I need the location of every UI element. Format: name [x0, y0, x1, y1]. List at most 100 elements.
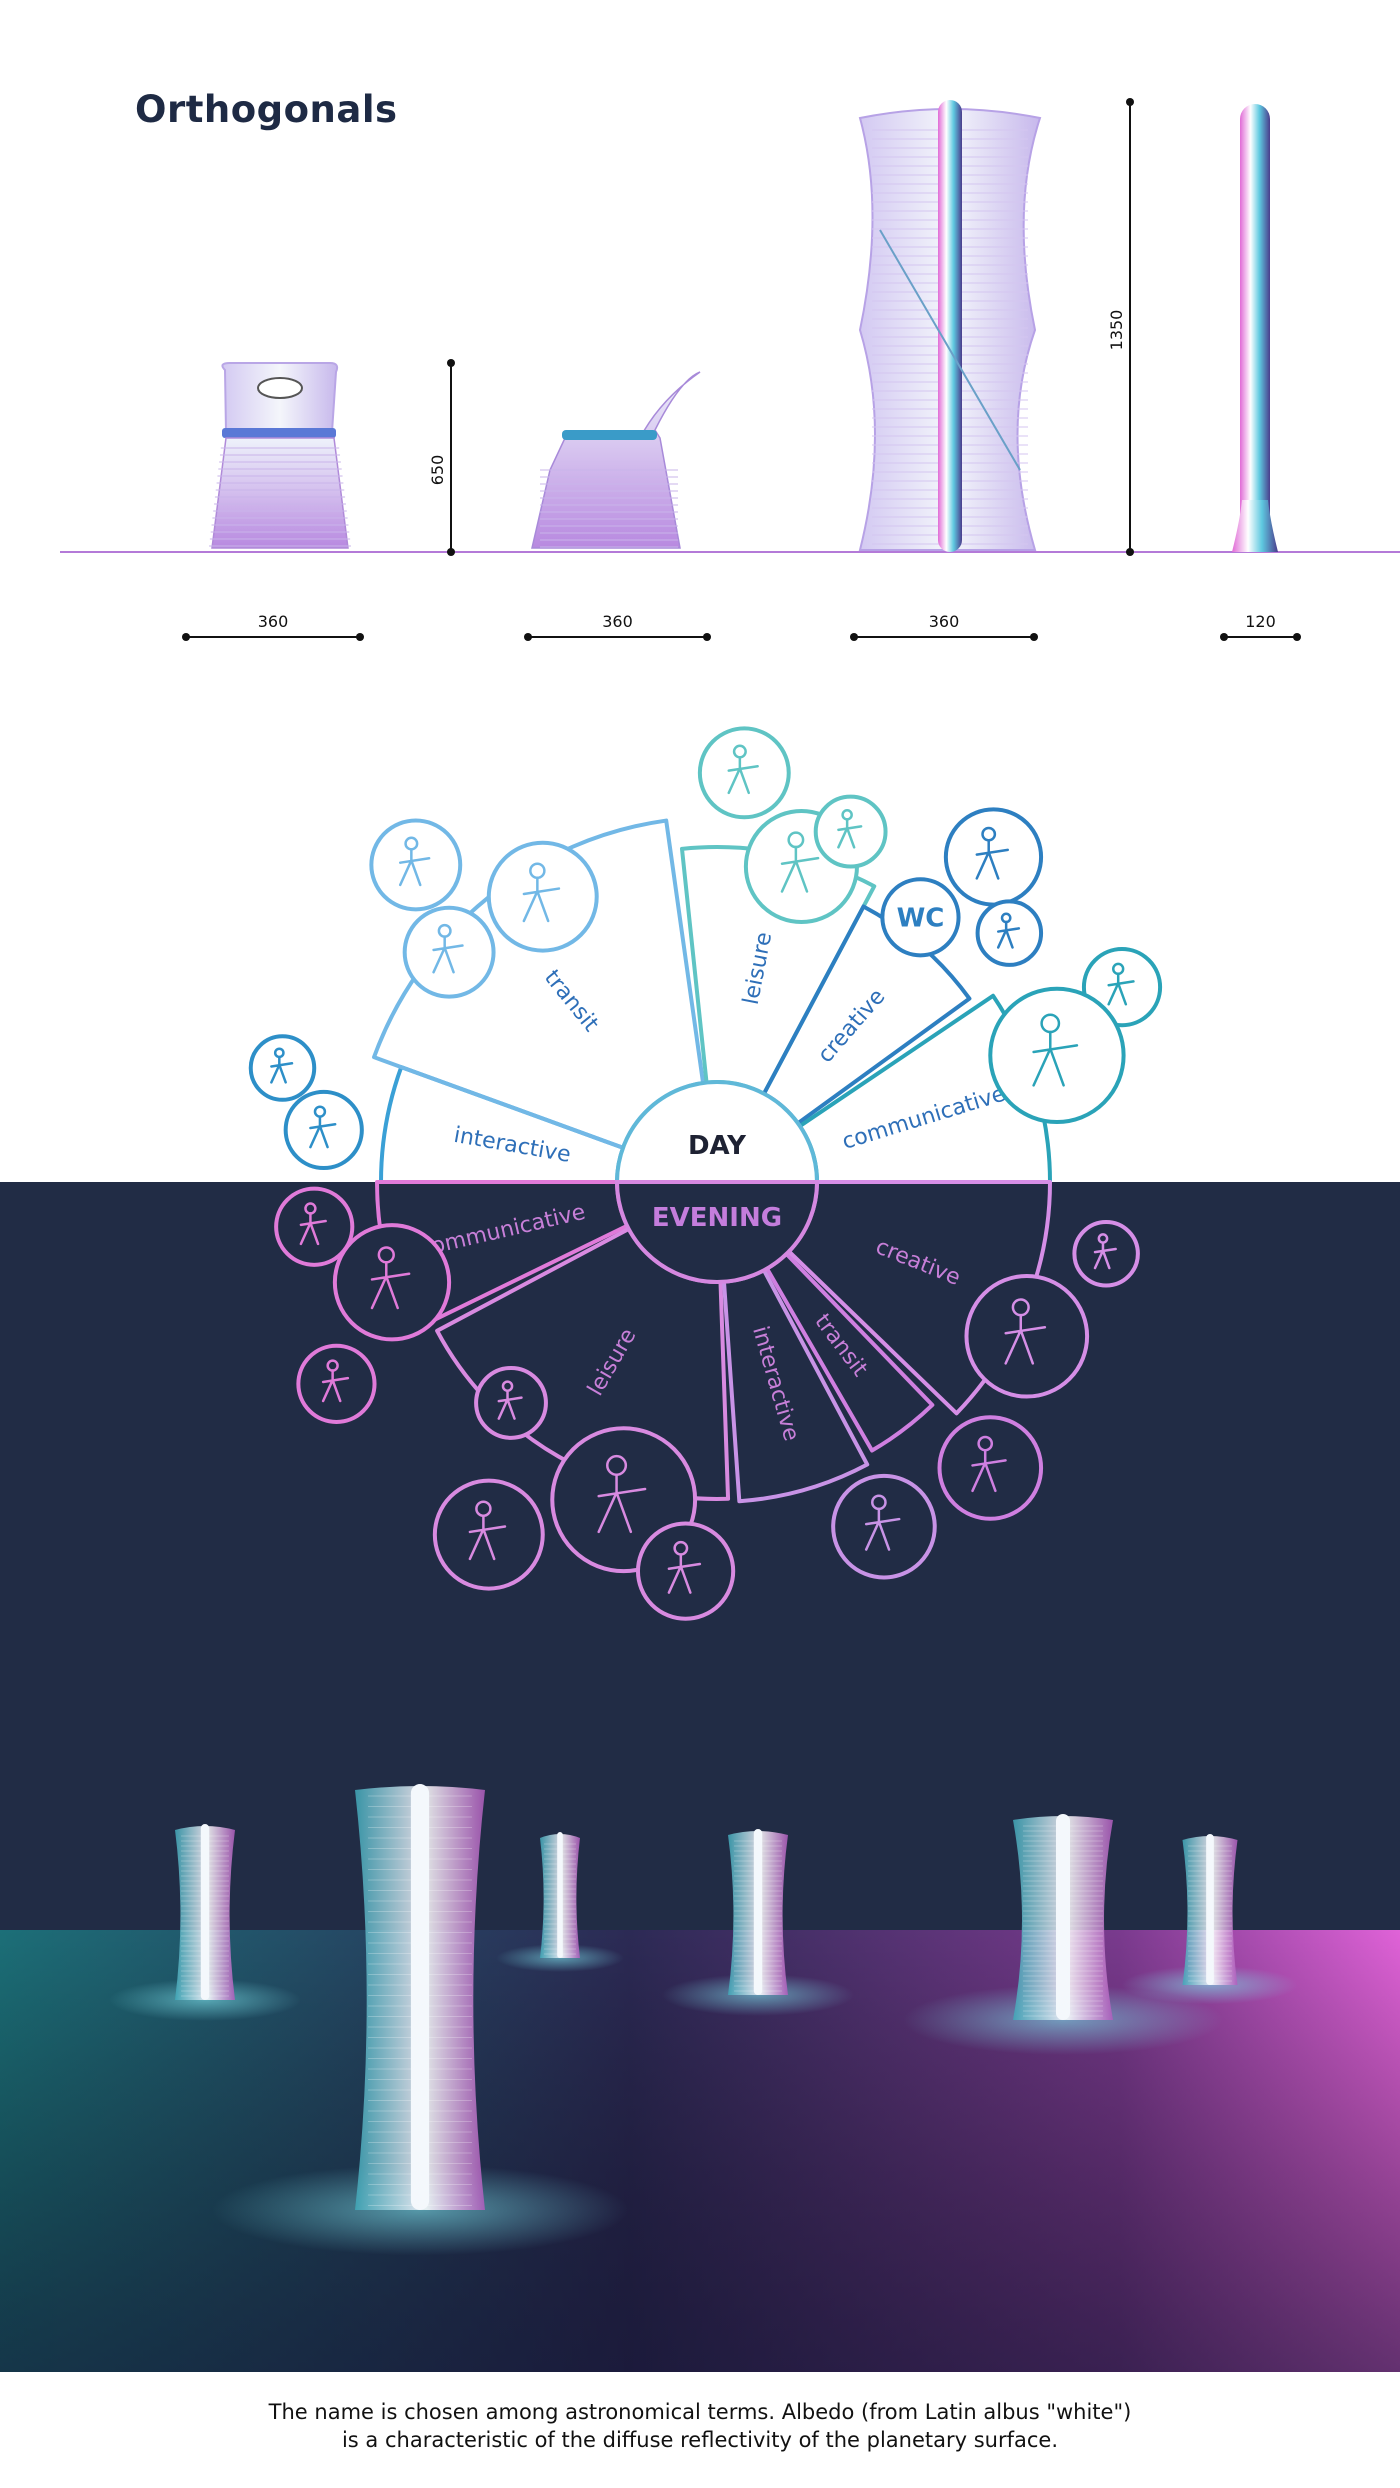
skateboard-icon	[432, 1478, 545, 1591]
dimension-endpoint	[1126, 98, 1134, 106]
day-label: DAY	[688, 1131, 747, 1161]
paint-brush-icon	[943, 807, 1044, 907]
bicycle-icon-glyph-head	[787, 831, 805, 849]
cocktail-icon-glyph-head	[673, 1540, 689, 1556]
camera-icon	[975, 899, 1044, 967]
cocktail-icon-glyph	[667, 1553, 702, 1594]
dimension-endpoint	[1126, 548, 1134, 556]
dancing-icon-glyph	[597, 1473, 647, 1534]
conversation-icon	[988, 986, 1126, 1125]
dimension-endpoint	[703, 633, 711, 641]
chair-seat	[222, 428, 336, 438]
ice-cream-icon-glyph-head	[501, 1380, 514, 1392]
parking-car-icon-glyph-head	[529, 862, 546, 880]
battery-icon	[248, 1034, 317, 1102]
conversation-icon-glyph	[1032, 1030, 1079, 1087]
couple-icon	[296, 1343, 377, 1424]
microphone-icon-glyph-head	[1097, 1233, 1109, 1244]
chat-bubble-icon	[274, 1186, 355, 1267]
walker-icon-glyph	[398, 848, 431, 887]
width-label: 360	[602, 612, 633, 631]
sector-label-transit: transit	[539, 965, 604, 1036]
dimension-endpoint	[1030, 633, 1038, 641]
ice-cream-icon-glyph-head	[841, 809, 853, 821]
yoga-icon-glyph-head	[732, 744, 747, 759]
walker-icon	[937, 1415, 1044, 1521]
paint-brush-icon-glyph	[975, 839, 1009, 880]
height-label-tall: 1350	[1107, 310, 1126, 351]
couple-icon-glyph	[432, 935, 464, 974]
parking-car-icon	[486, 840, 599, 953]
dimension-endpoint	[1293, 633, 1301, 641]
photos-icon-glyph-head	[1011, 1298, 1030, 1317]
evening-center	[614, 1180, 820, 1284]
wc-label: WC	[897, 903, 945, 933]
rendered-column-pole	[557, 1832, 563, 1958]
light-pole-base	[1232, 500, 1278, 552]
battery-icon-glyph	[270, 1055, 294, 1084]
photos-icon-glyph	[1004, 1313, 1047, 1365]
battery-icon-glyph-head	[273, 1047, 285, 1059]
sector-label-interactive: interactive	[452, 1123, 573, 1168]
couple-icon-glyph-head	[326, 1359, 339, 1372]
chat-bubble-icon-glyph-head	[304, 1202, 317, 1215]
dimension-endpoint	[447, 548, 455, 556]
wc-icon	[880, 877, 961, 958]
sector-label-leisure: leisure	[739, 930, 778, 1007]
paint-brush-icon-glyph-head	[981, 826, 997, 842]
video-camera-icon-glyph	[864, 1507, 901, 1551]
yoga-icon	[697, 726, 791, 820]
walker-icon-glyph-head	[404, 836, 419, 851]
rendered-column-pole	[753, 1829, 763, 1995]
sector-label-communicative: communicative	[839, 1082, 1008, 1155]
yoga-icon-glyph	[727, 756, 759, 795]
side-chair-seat	[562, 430, 657, 440]
caption-line-1: The name is chosen among astronomical te…	[268, 2400, 1132, 2424]
dancing-icon-glyph-head	[606, 1454, 628, 1476]
laptop-icon-glyph-head	[313, 1105, 327, 1118]
width-label: 360	[258, 612, 289, 631]
dimension-endpoint	[447, 359, 455, 367]
ice-cream-icon	[474, 1365, 548, 1440]
chat-bubble-icon-glyph	[1107, 972, 1135, 1006]
height-label-short: 650	[428, 455, 447, 486]
tall-column-cable	[879, 229, 1021, 471]
page-title: Orthogonals	[135, 88, 398, 131]
walker-icon	[369, 818, 463, 912]
chair-handle-hole	[257, 377, 303, 399]
render-scene	[0, 1784, 1400, 2372]
products-elevation	[209, 100, 1278, 552]
laptop-icon	[283, 1089, 364, 1171]
dimension-endpoint	[850, 633, 858, 641]
conversation-icon-glyph-head	[1040, 1013, 1061, 1034]
couple-icon-glyph-head	[437, 923, 452, 938]
ice-cream-icon-glyph	[497, 1389, 523, 1420]
rendered-column-pole	[1056, 1814, 1070, 2020]
evening-label: EVENING	[652, 1203, 782, 1233]
skateboard-icon-glyph	[468, 1514, 507, 1561]
tall-column-pole	[938, 100, 962, 552]
camera-icon-glyph-head	[1000, 912, 1012, 924]
rendered-column-pole	[200, 1824, 210, 2000]
width-label: 360	[929, 612, 960, 631]
skateboard-icon-glyph-head	[475, 1500, 492, 1517]
sector-label-creative: creative	[813, 984, 890, 1068]
conversation-icon-glyph	[370, 1261, 411, 1310]
walker-icon-glyph-head	[977, 1435, 994, 1452]
video-camera-icon-glyph-head	[871, 1494, 887, 1511]
conversation-icon-glyph-head	[377, 1246, 395, 1264]
ice-cream-icon-glyph	[837, 818, 863, 849]
microphone-icon-glyph	[1093, 1241, 1117, 1270]
bicycle-icon-glyph	[780, 845, 820, 893]
camera-icon-glyph	[996, 920, 1021, 949]
dimension-endpoint	[356, 633, 364, 641]
chat-bubble-icon-glyph	[299, 1212, 327, 1246]
parking-car-icon-glyph	[522, 876, 561, 923]
dimension-endpoint	[1220, 633, 1228, 641]
couple-icon-glyph	[321, 1369, 350, 1403]
chat-bubble-icon-glyph-head	[1111, 962, 1125, 976]
dimension-endpoint	[524, 633, 532, 641]
rendered-column-pole	[410, 1784, 430, 2210]
